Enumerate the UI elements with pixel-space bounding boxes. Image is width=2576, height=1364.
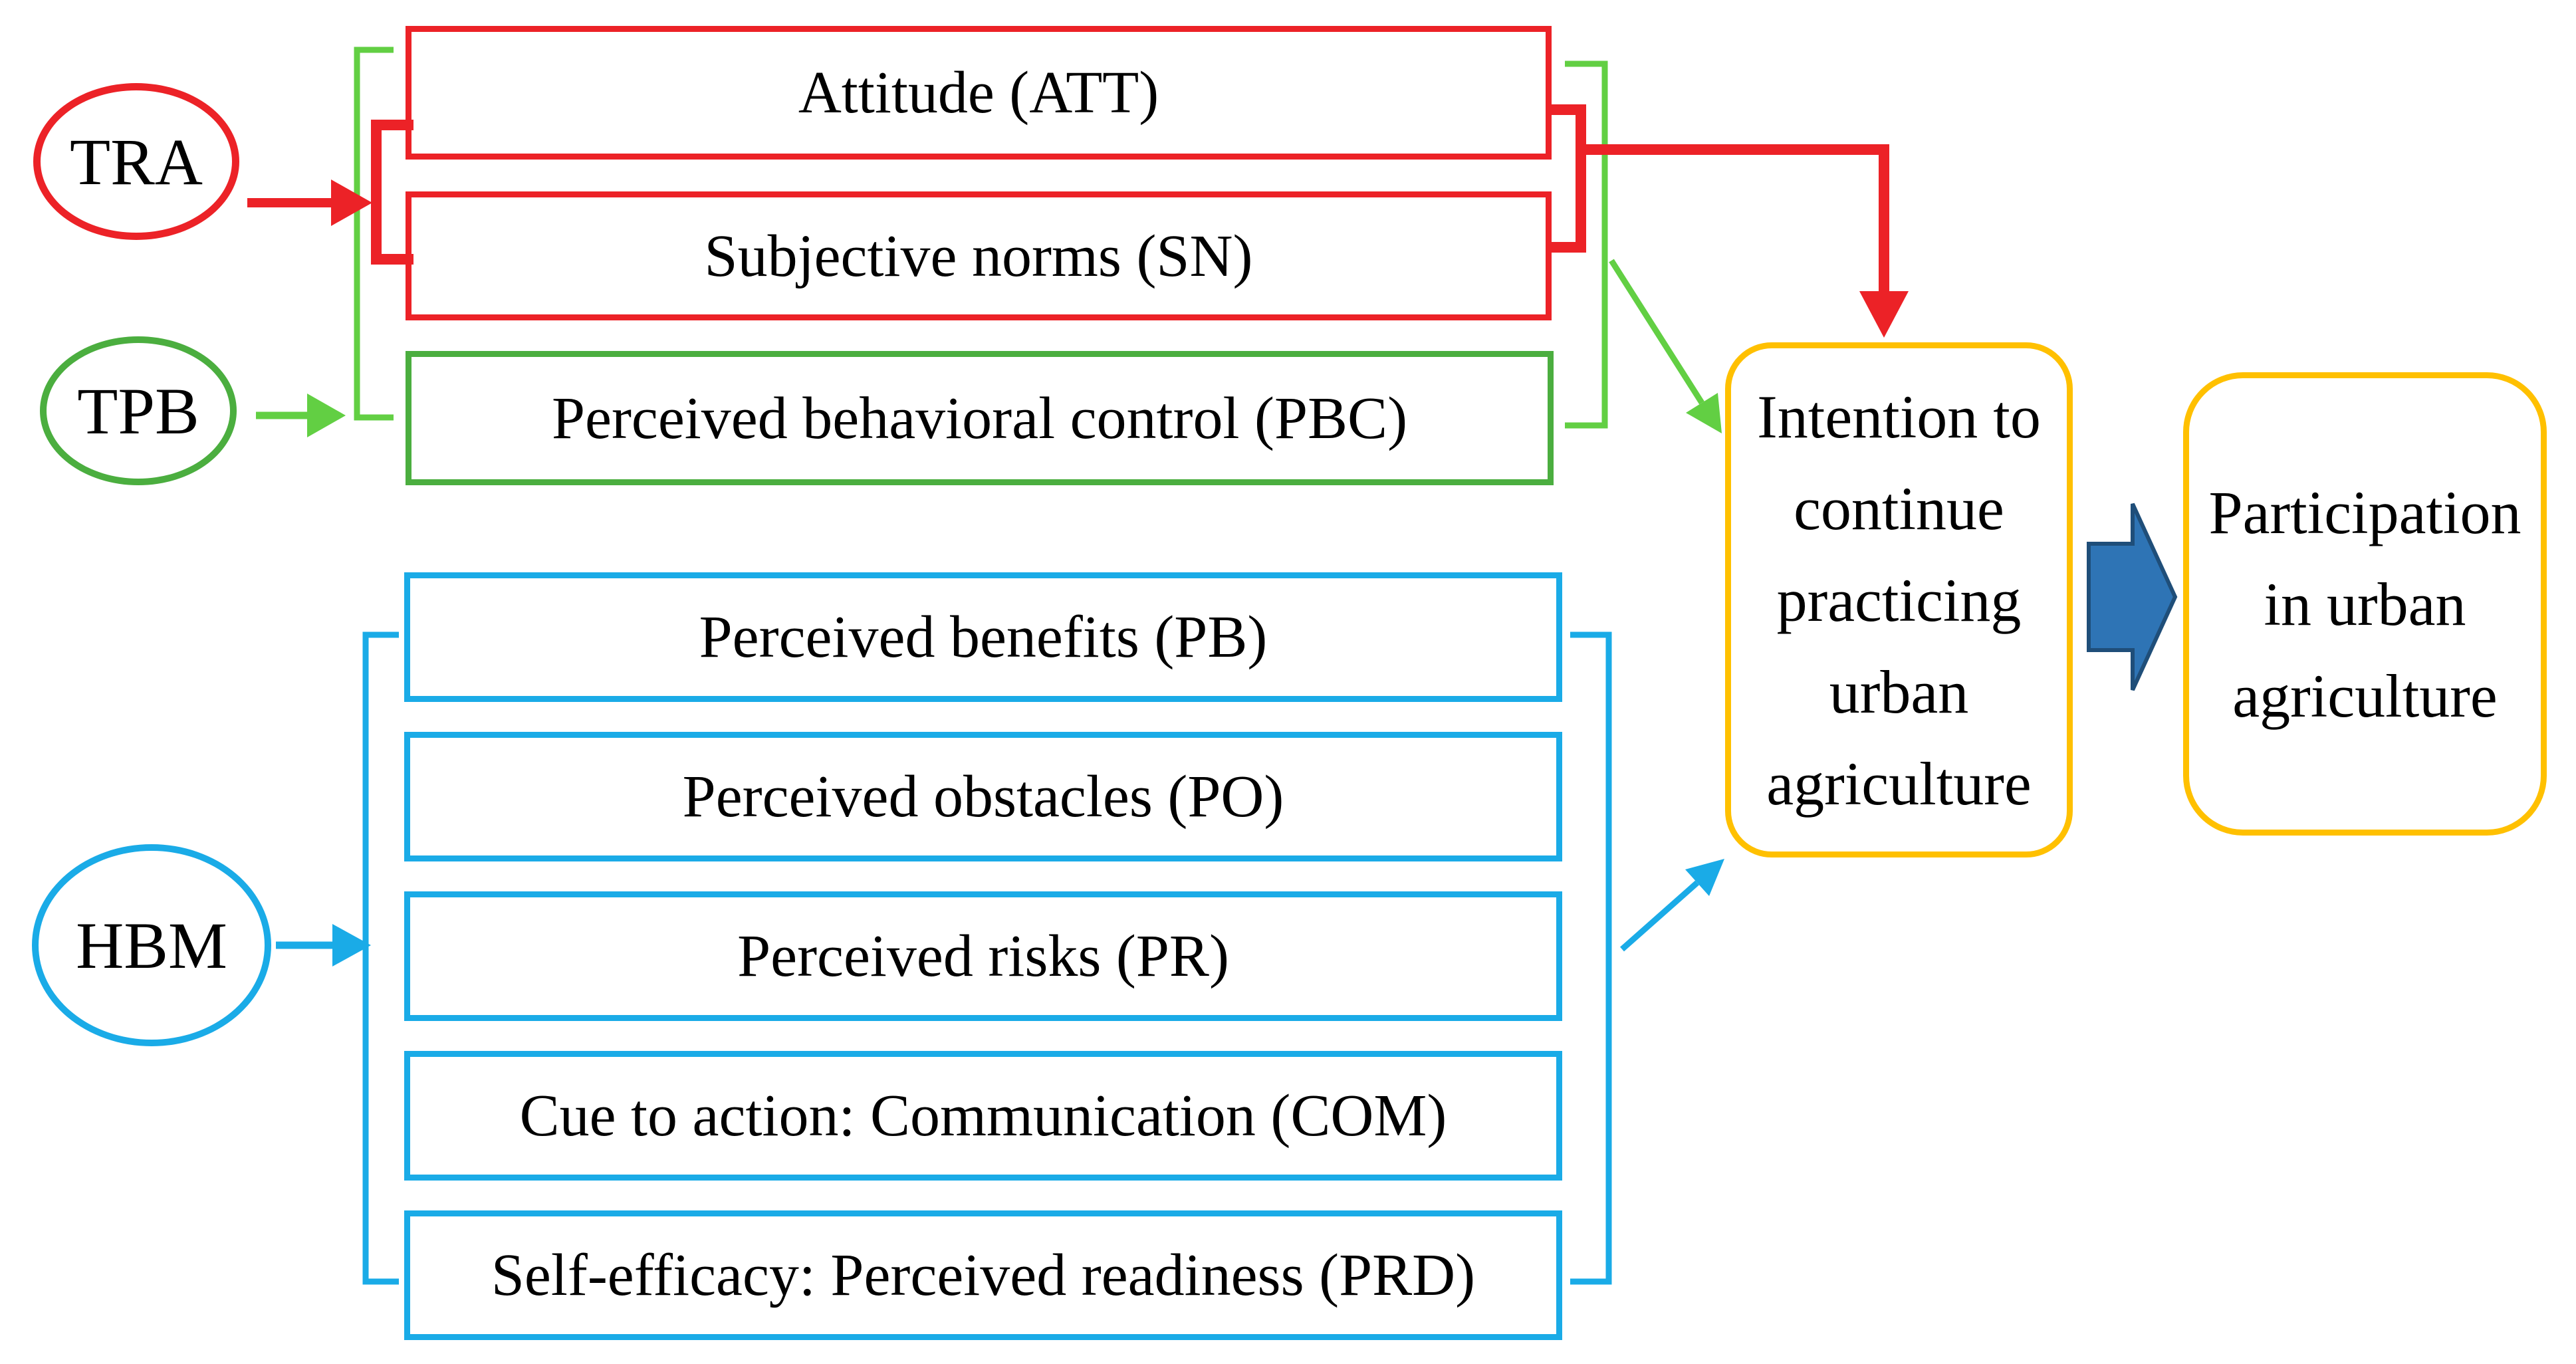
box-attitude: Attitude (ATT) [406, 26, 1552, 160]
tra-arrowhead-icon [331, 179, 372, 226]
box-self-efficacy: Self-efficacy: Perceived readiness (PRD) [404, 1210, 1562, 1340]
node-hbm-label: HBM [76, 908, 227, 982]
block-arrow-icon [2087, 503, 2178, 691]
hbm-arrow [276, 924, 371, 966]
hbm-left-bracket [362, 631, 399, 1285]
box-self-efficacy-label: Self-efficacy: Perceived readiness (PRD) [491, 1242, 1476, 1308]
green-diagonal-arrowhead-icon [1686, 393, 1722, 433]
box-perceived-risks-label: Perceived risks (PR) [737, 923, 1229, 989]
box-intention-line: continue [1794, 474, 2004, 542]
box-participation: Participation in urban agriculture [2183, 372, 2547, 836]
box-intention-line: urban [1829, 657, 1969, 726]
box-perceived-behavioral-control: Perceived behavioral control (PBC) [406, 351, 1554, 485]
tpb-arrow [256, 394, 346, 437]
box-intention-line: Intention to [1757, 382, 2041, 451]
red-elbow-arrow [1586, 144, 1909, 338]
tpb-arrowhead-icon [307, 394, 346, 437]
box-intention-line: agriculture [1766, 749, 2032, 818]
box-perceived-benefits: Perceived benefits (PB) [404, 572, 1562, 702]
box-perceived-benefits-label: Perceived benefits (PB) [699, 604, 1268, 670]
box-participation-line: in urban [2264, 570, 2466, 638]
red-elbow-arrowhead-icon [1859, 291, 1909, 338]
tra-right-bracket [1549, 104, 1586, 253]
box-perceived-obstacles-label: Perceived obstacles (PO) [682, 764, 1284, 830]
green-diagonal-arrow [1609, 259, 1722, 433]
box-subjective-norms-label: Subjective norms (SN) [704, 223, 1253, 289]
tpb-left-bracket [354, 47, 394, 421]
cyan-diagonal-arrow [1620, 859, 1724, 952]
box-perceived-obstacles: Perceived obstacles (PO) [404, 732, 1562, 861]
box-intention-line: practicing [1776, 566, 2022, 634]
node-tra: TRA [33, 83, 239, 240]
cyan-diagonal-arrowhead-icon [1685, 859, 1724, 896]
node-hbm: HBM [32, 844, 271, 1046]
box-participation-line: agriculture [2232, 661, 2498, 730]
tra-arrow [247, 179, 372, 226]
node-tpb-label: TPB [77, 374, 199, 448]
box-cue-to-action-label: Cue to action: Communication (COM) [519, 1083, 1447, 1149]
hbm-arrowhead-icon [332, 924, 371, 966]
box-perceived-behavioral-control-label: Perceived behavioral control (PBC) [551, 385, 1408, 451]
box-intention: Intention to continue practicing urban a… [1725, 342, 2073, 857]
box-subjective-norms: Subjective norms (SN) [406, 191, 1552, 320]
hbm-right-bracket [1570, 631, 1612, 1285]
box-perceived-risks: Perceived risks (PR) [404, 891, 1562, 1021]
box-attitude-label: Attitude (ATT) [798, 60, 1159, 126]
tpb-right-bracket [1565, 60, 1608, 429]
box-participation-line: Participation [2208, 478, 2521, 546]
box-cue-to-action: Cue to action: Communication (COM) [404, 1051, 1562, 1181]
node-tra-label: TRA [70, 124, 203, 199]
node-tpb: TPB [40, 336, 237, 485]
